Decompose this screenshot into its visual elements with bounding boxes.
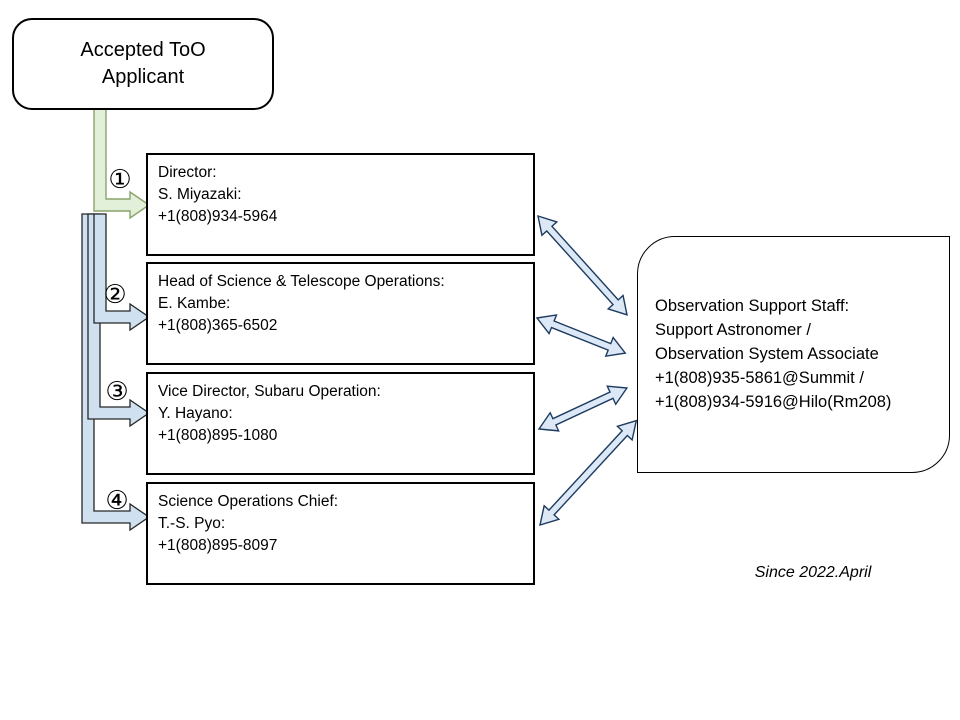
contact-box-director: Director: S. Miyazaki: +1(808)934-5964 — [146, 153, 535, 256]
step-2-badge: ② — [103, 280, 127, 310]
applicant-label-line2: Applicant — [101, 66, 185, 88]
contact-name: S. Miyazaki: — [158, 186, 242, 203]
double-arrow-1 — [537, 214, 628, 316]
contact-box-vice-director: Vice Director, Subaru Operation: Y. Haya… — [146, 372, 535, 475]
contact-name: E. Kambe: — [158, 295, 231, 312]
contact-phone: +1(808)934-5964 — [158, 208, 278, 225]
contact-phone: +1(808)895-1080 — [158, 427, 278, 444]
elbow-arrow-1 — [93, 105, 151, 220]
support-line: +1(808)935-5861@Summit / — [655, 369, 864, 387]
support-line: Observation Support Staff: — [655, 297, 850, 315]
contact-phone: +1(808)895-8097 — [158, 537, 278, 554]
applicant-label-line1: Accepted ToO — [80, 39, 206, 61]
contact-phone: +1(808)365-6502 — [158, 317, 278, 334]
contact-role: Director: — [158, 164, 217, 181]
double-arrow-2 — [535, 314, 627, 358]
contact-role: Vice Director, Subaru Operation: — [158, 383, 381, 400]
step-3-badge: ③ — [105, 377, 129, 407]
contact-box-science-operations-chief: Science Operations Chief: T.-S. Pyo: +1(… — [146, 482, 535, 585]
contact-role: Science Operations Chief: — [158, 493, 339, 510]
observation-support-staff-box: Observation Support Staff: Support Astro… — [637, 236, 950, 473]
double-arrow-3 — [537, 385, 629, 432]
contact-name: Y. Hayano: — [158, 405, 233, 422]
support-line: Observation System Associate — [655, 345, 879, 363]
step-4-badge: ④ — [105, 486, 129, 516]
contact-box-head-operations: Head of Science & Telescope Operations: … — [146, 262, 535, 365]
elbow-arrow-2 — [93, 213, 151, 332]
since-date-note: Since 2022.April — [754, 564, 872, 581]
step-1-badge: ① — [108, 165, 132, 195]
support-line: Support Astronomer / — [655, 321, 811, 339]
accepted-too-applicant-box: Accepted ToO Applicant — [12, 18, 274, 110]
double-arrow-4 — [539, 419, 638, 527]
support-line: +1(808)934-5916@Hilo(Rm208) — [655, 393, 892, 411]
contact-name: T.-S. Pyo: — [158, 515, 226, 532]
contact-role: Head of Science & Telescope Operations: — [158, 273, 445, 290]
